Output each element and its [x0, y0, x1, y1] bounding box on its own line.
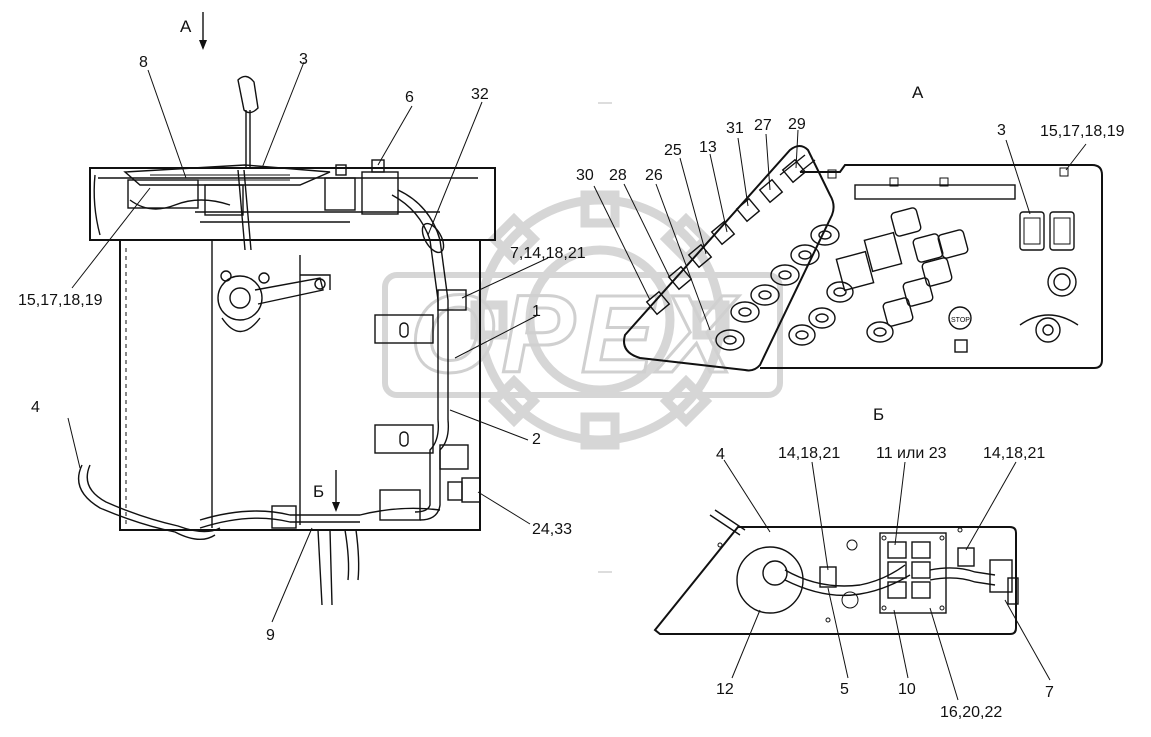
main-view-leaders: [67, 61, 549, 623]
watermark-text: OPEX: [410, 273, 740, 396]
view-a-panels: STOP: [598, 102, 1103, 372]
view-a-title: А: [912, 83, 924, 102]
callout-13: 13: [699, 139, 717, 156]
view-arrow-b-label: Б: [313, 482, 324, 501]
callout-7-14-18-21: 7,14,18,21: [510, 245, 586, 262]
callout-27: 27: [754, 117, 772, 134]
callout-16-20-22: 16,20,22: [940, 704, 1002, 721]
callout-15-17-18-19-main: 15,17,18,19: [18, 292, 103, 309]
callout-9: 9: [266, 627, 275, 644]
view-b-plate: [598, 509, 1019, 635]
main-view-assembly: [77, 12, 496, 606]
callout-6: 6: [405, 89, 414, 106]
watermark: OPEX: [382, 190, 783, 450]
callout-24-33: 24,33: [532, 521, 572, 538]
callout-25: 25: [664, 142, 682, 159]
callout-11-or-23: 11 или 23: [876, 445, 947, 462]
callout-32: 32: [471, 86, 489, 103]
callout-15-17-18-19-view-a: 15,17,18,19: [1040, 123, 1125, 140]
callout-12: 12: [716, 681, 734, 698]
callout-2: 2: [532, 431, 541, 448]
callout-14-18-21-left: 14,18,21: [778, 445, 840, 462]
view-b-leaders: [723, 459, 1051, 701]
callout-3-view-a: 3: [997, 122, 1006, 139]
callout-14-18-21-right: 14,18,21: [983, 445, 1045, 462]
labels: А Б А Б 8 3 6 32 15,17,18,19 7,14,18,21 …: [18, 17, 1125, 721]
view-a-leaders: [593, 129, 1087, 331]
callout-8: 8: [139, 54, 148, 71]
callout-5: 5: [840, 681, 849, 698]
callout-7: 7: [1045, 684, 1054, 701]
callout-29: 29: [788, 116, 806, 133]
callout-28: 28: [609, 167, 627, 184]
callout-4-main: 4: [31, 399, 40, 416]
callout-10: 10: [898, 681, 916, 698]
callout-3-main: 3: [299, 51, 308, 68]
view-arrow-a-label: А: [180, 17, 192, 36]
callout-26: 26: [645, 167, 663, 184]
callout-4-view-b: 4: [716, 446, 725, 463]
callout-1: 1: [532, 303, 541, 320]
view-b-title: Б: [873, 405, 884, 424]
stop-label: STOP: [951, 317, 970, 324]
callout-30: 30: [576, 167, 594, 184]
callout-31: 31: [726, 120, 744, 137]
